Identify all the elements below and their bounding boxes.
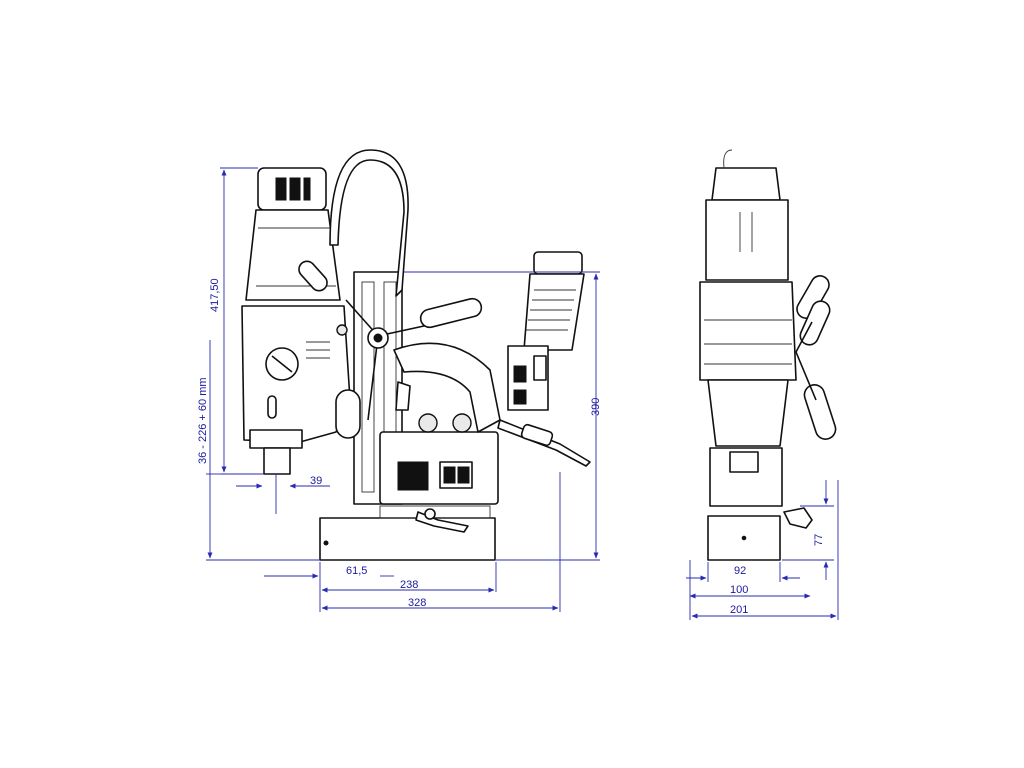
front-view	[241, 149, 591, 561]
dim-417-50: 417,50	[209, 278, 221, 312]
motor-housing	[241, 167, 351, 475]
dim-92: 92	[734, 565, 746, 577]
dim-stroke-range: 36 - 226 + 60 mm	[197, 377, 209, 464]
drill-column	[353, 271, 499, 505]
side-view	[699, 149, 837, 561]
dim-77: 77	[813, 534, 825, 546]
dim-61-5: 61,5	[346, 565, 367, 577]
dim-238: 238	[400, 579, 418, 591]
dim-39: 39	[310, 475, 322, 487]
power-cable	[329, 149, 409, 297]
dim-100: 100	[730, 584, 748, 596]
capstan-handles	[298, 260, 483, 439]
coolant-bottle	[507, 251, 585, 411]
dim-328: 328	[408, 597, 426, 609]
magnet-base	[319, 505, 496, 561]
front-dimensions	[206, 167, 600, 612]
side-dimensions	[686, 480, 839, 620]
dim-390: 390	[590, 398, 602, 416]
dim-201: 201	[730, 604, 748, 616]
